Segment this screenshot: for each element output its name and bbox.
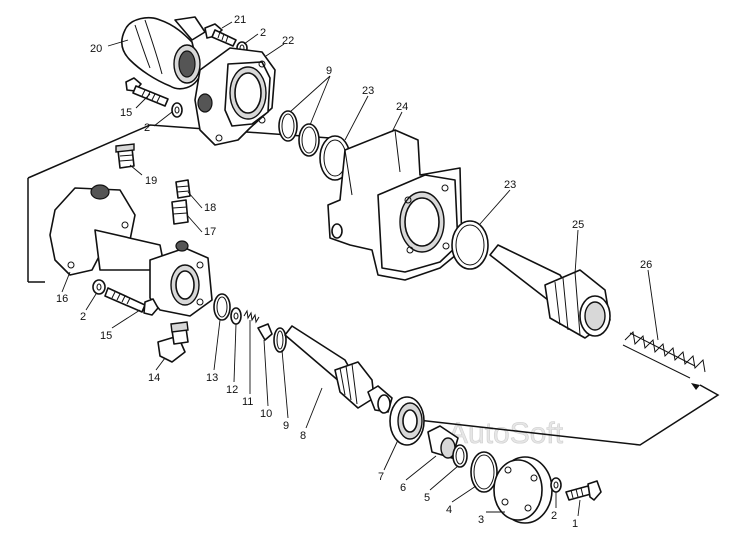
part-10-valve (257, 323, 273, 341)
watermark: AutoSoft (448, 417, 564, 450)
label-23: 23 (362, 85, 374, 97)
label-11: 11 (242, 396, 253, 408)
label-5: 5 (424, 492, 430, 504)
part-2-washer-bottom (550, 477, 562, 493)
label-8: 8 (300, 430, 306, 442)
part-8-shaft (284, 325, 393, 414)
part-23-oring-bottom (451, 220, 489, 270)
label-25: 25 (572, 219, 584, 231)
part-16-cylinder (49, 184, 213, 317)
frame-arrow (691, 383, 700, 390)
label-7: 7 (378, 471, 384, 483)
part-24-housing (327, 129, 463, 281)
part-22-flange (194, 47, 276, 146)
part-11-spring (243, 309, 260, 324)
label-19: 19 (145, 175, 157, 187)
label-18: 18 (204, 202, 216, 214)
part-26-spring (622, 330, 706, 379)
label-14: 14 (148, 372, 160, 384)
label-23: 23 (504, 179, 516, 191)
label-2: 2 (551, 510, 557, 522)
part-12-washer (230, 307, 242, 325)
part-15-bolt-top (125, 77, 169, 107)
label-2: 2 (260, 27, 266, 39)
label-2: 2 (144, 122, 150, 134)
part-9-orings-top (278, 110, 320, 157)
label-17: 17 (204, 226, 216, 238)
part-7-bearing (389, 396, 425, 446)
label-21: 21 (234, 14, 246, 26)
part-14-elbow (157, 321, 189, 363)
assembly-frame (27, 124, 720, 446)
part-9-oring-bottom (273, 327, 287, 353)
label-26: 26 (640, 259, 652, 271)
part-2-washer-left (92, 279, 106, 295)
label-9: 9 (326, 65, 332, 77)
label-10: 10 (260, 408, 272, 420)
label-24: 24 (396, 101, 408, 113)
label-15: 15 (100, 330, 112, 342)
part-labels: 20 21 2 22 15 2 9 23 24 19 18 17 23 25 2… (56, 14, 652, 530)
part-25-piston (489, 244, 611, 339)
label-20: 20 (90, 43, 102, 55)
label-4: 4 (446, 504, 452, 516)
part-18-nipple (175, 179, 191, 199)
part-4-oring (470, 451, 498, 493)
label-16: 16 (56, 293, 68, 305)
part-5-ring (452, 444, 468, 468)
label-22: 22 (282, 35, 294, 47)
part-21-bolt (204, 23, 237, 47)
part-17-nipple (171, 199, 189, 225)
label-12: 12 (226, 384, 238, 396)
part-1-bolt (565, 480, 602, 501)
label-9: 9 (283, 420, 289, 432)
label-6: 6 (400, 482, 406, 494)
leader-lines (61, 21, 659, 517)
part-2-washer-mid (171, 102, 183, 118)
label-13: 13 (206, 372, 218, 384)
label-15: 15 (120, 107, 132, 119)
part-20-boot (120, 16, 206, 90)
label-3: 3 (478, 514, 484, 526)
part-3-cover (493, 456, 553, 524)
label-2: 2 (80, 311, 86, 323)
part-15-bolt-bottom (104, 287, 159, 316)
part-19-fitting (115, 143, 135, 169)
label-1: 1 (572, 518, 578, 530)
part-13-ring (213, 293, 231, 321)
